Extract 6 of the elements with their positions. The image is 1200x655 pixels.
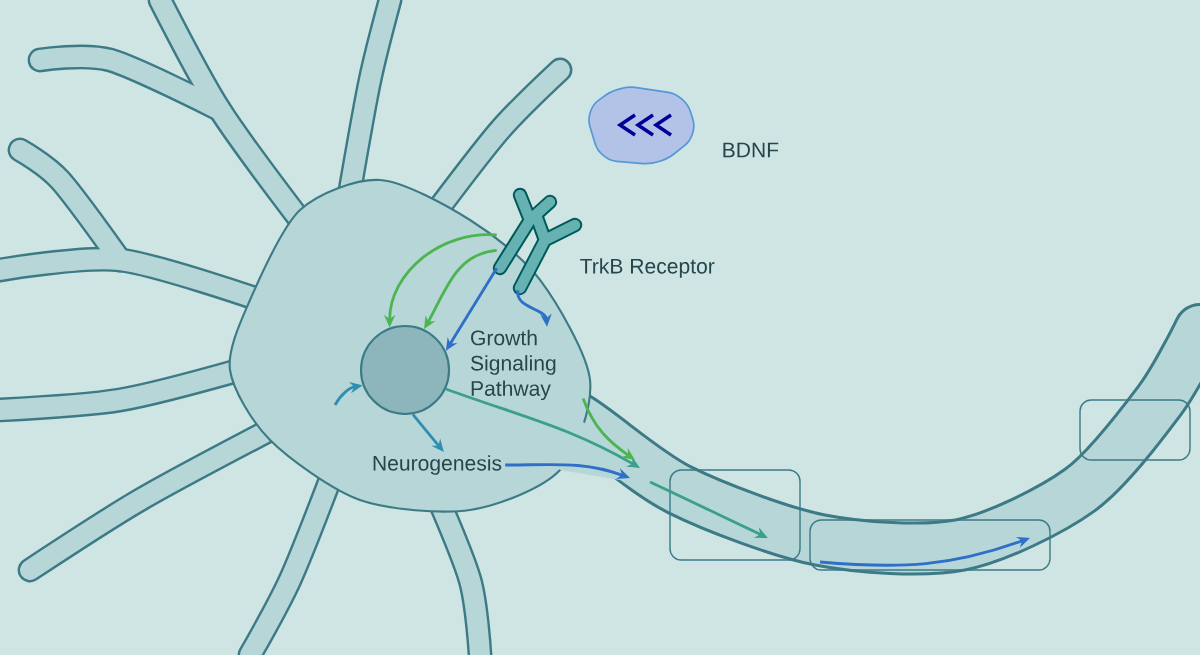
- nucleus-circle: [359, 324, 451, 416]
- protein-blob: [588, 86, 695, 165]
- pathway-label: Neurogenesis: [373, 455, 502, 475]
- pathway-label: Growth Signaling Pathway: [470, 329, 556, 401]
- protein-label: TrkB Receptor: [580, 258, 715, 278]
- protein-label: BDNF: [723, 142, 779, 158]
